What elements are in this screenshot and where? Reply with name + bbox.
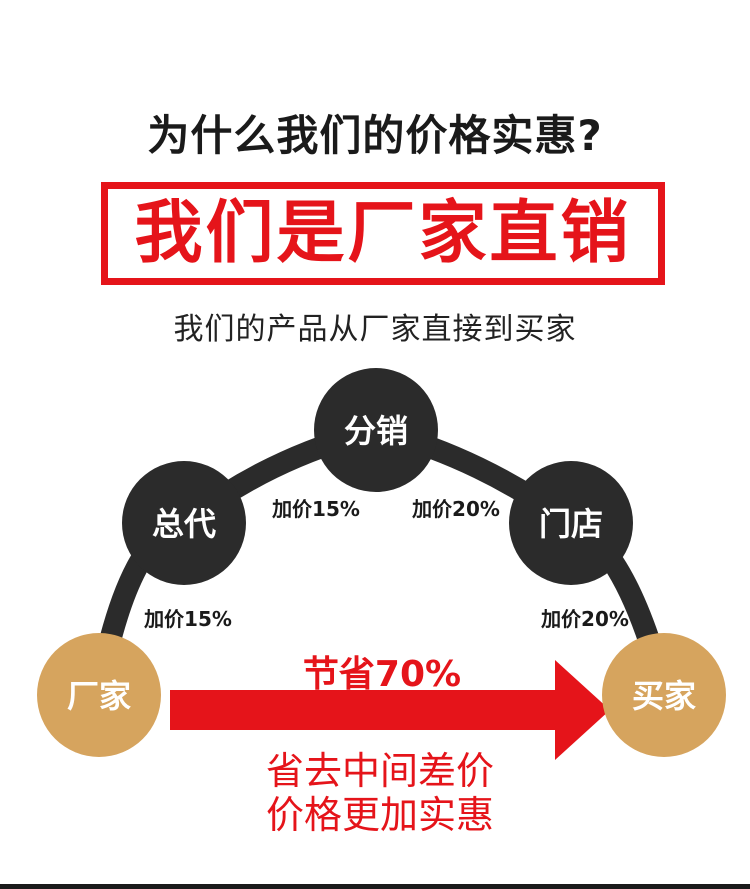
node-agent-label: 总代 (152, 505, 216, 543)
bottom-rule (0, 884, 750, 889)
banner-frame: 我们是厂家直销 (101, 182, 665, 285)
tagline-line1: 省去中间差价 (266, 749, 494, 793)
markup-distributor-store: 加价20% (411, 497, 500, 521)
markup-factory-agent: 加价15% (143, 607, 232, 631)
savings-arrow (170, 660, 610, 760)
markup-store-buyer: 加价20% (540, 607, 629, 631)
banner-text: 我们是厂家直销 (134, 193, 632, 273)
markup-agent-distributor: 加价15% (271, 497, 360, 521)
node-agent: 总代 (122, 461, 246, 585)
node-distributor-label: 分销 (344, 412, 408, 450)
tagline-line2: 价格更加实惠 (266, 793, 494, 837)
savings-label: 节省70% (303, 654, 461, 695)
node-store: 门店 (509, 461, 633, 585)
node-factory: 厂家 (37, 633, 161, 757)
subline: 我们的产品从厂家直接到买家 (173, 312, 577, 347)
node-distributor: 分销 (314, 368, 438, 492)
node-factory-label: 厂家 (67, 677, 131, 715)
node-buyer: 买家 (602, 633, 726, 757)
node-buyer-label: 买家 (632, 677, 696, 715)
node-store-label: 门店 (539, 505, 603, 543)
headline: 为什么我们的价格实惠? (147, 111, 603, 160)
